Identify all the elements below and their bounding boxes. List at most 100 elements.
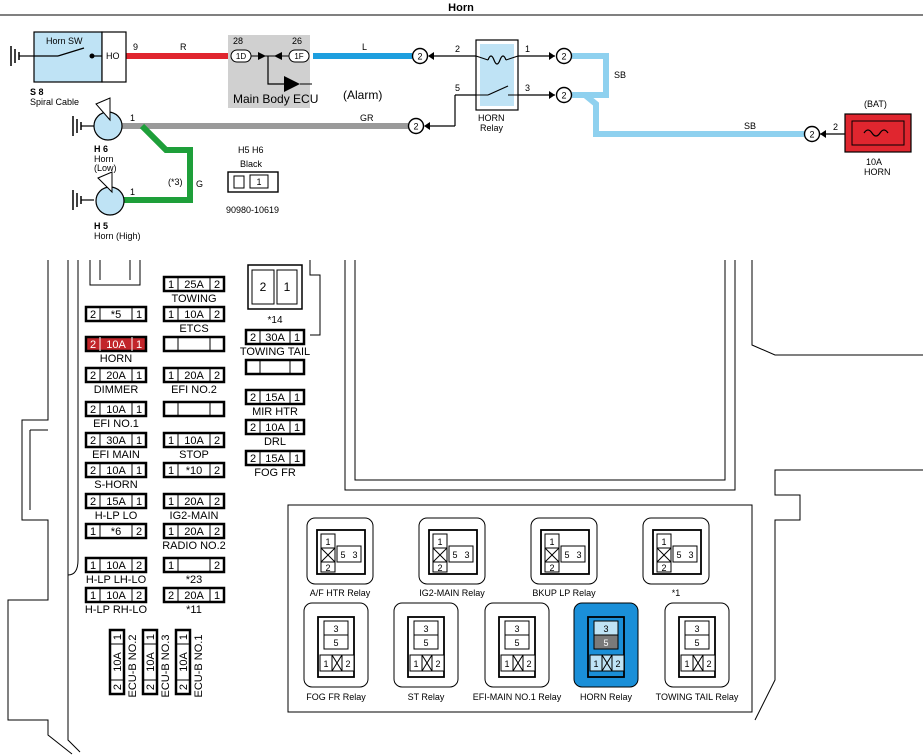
relay-sub: Relay xyxy=(480,123,504,133)
fuse-pin-bottom: 2 xyxy=(178,684,190,690)
circle-connector-icon xyxy=(555,47,573,65)
relay-pin: 5 xyxy=(514,638,519,648)
fuse-pin-left: 1 xyxy=(90,526,96,538)
wire-labels: 9 R L SB SB GR 1 G 1 (*3) xyxy=(130,42,756,197)
fuse-body xyxy=(84,400,148,418)
relay-14-pin-r: 1 xyxy=(284,280,291,294)
fuse-pin-bottom: 2 xyxy=(112,684,124,690)
fuse-pin-right: 2 xyxy=(214,279,220,291)
fuse-rating: 30A xyxy=(106,435,126,447)
relay-pin: 5 xyxy=(694,638,699,648)
fuse-pin-left: 1 xyxy=(168,465,174,477)
fuse-pin-left: 1 xyxy=(90,560,96,572)
fuse-label: EFI NO.1 xyxy=(93,418,139,430)
fuse-label: *11 xyxy=(186,604,202,616)
connector-pin: 1 xyxy=(256,177,261,187)
connector-circles: 2 2 2 2 2 xyxy=(407,47,826,143)
fuse-body xyxy=(84,556,148,574)
fuse-pin: 2 xyxy=(833,122,838,132)
relay-pin: 5 xyxy=(333,638,338,648)
relay-pin: 1 xyxy=(437,537,442,547)
fuse-pin-left: 2 xyxy=(90,435,96,447)
relay-pin: 1 xyxy=(504,659,509,669)
relay-14-label: *14 xyxy=(267,315,282,326)
fuse-label: ECU-B NO.2 xyxy=(127,635,139,698)
relay-pin-1: 1 xyxy=(525,44,530,54)
ecu-pin-26: 26 xyxy=(292,36,302,46)
relay-pin: 3 xyxy=(423,624,428,634)
fuse-rating: 10A xyxy=(106,465,126,477)
horn-sw-name: Horn SW xyxy=(46,36,83,46)
fuse-pin-left: 1 xyxy=(90,590,96,602)
relay-label: IG2-MAIN Relay xyxy=(419,588,485,598)
fuse-label: DIMMER xyxy=(94,384,139,396)
horn-sw-pin: HO xyxy=(106,51,120,61)
connector-part: 90980-10619 xyxy=(226,205,279,215)
fuse-label: TOWING xyxy=(171,293,216,305)
wire-pin-g: 1 xyxy=(130,187,135,197)
fuse-pin-right: 2 xyxy=(136,590,142,602)
horn-low-sub: (Low) xyxy=(94,163,117,173)
horn-relay-symbol: 2 1 5 3 HORN Relay xyxy=(455,39,530,133)
fuse-body xyxy=(108,628,126,696)
fuse-label: S-HORN xyxy=(94,479,137,491)
fuse-body xyxy=(162,461,226,479)
relay-pin: 2 xyxy=(615,659,620,669)
fuse-pin-right: 2 xyxy=(214,560,220,572)
horn-high-code: H 5 xyxy=(94,221,108,231)
fuse-body xyxy=(162,275,226,293)
relay-block-frame xyxy=(287,504,753,713)
fuse-box xyxy=(7,260,923,755)
fuse-pin-right: 1 xyxy=(294,422,300,434)
relay-pin: 5 xyxy=(452,550,457,560)
fuse-body xyxy=(162,335,226,353)
fuse-body xyxy=(162,431,226,449)
fuse-body xyxy=(162,305,226,323)
fuse-pin-bottom: 2 xyxy=(145,684,157,690)
wire-color-l: L xyxy=(362,42,367,52)
box-outline-left xyxy=(7,260,73,755)
fuse-pin-left: 2 xyxy=(90,339,96,351)
fuse-pin-right: 1 xyxy=(136,496,142,508)
fuse-rating: 20A xyxy=(184,590,204,602)
relay-pin: 1 xyxy=(593,659,598,669)
fuse-pin-right: 2 xyxy=(214,435,220,447)
main-body-ecu: 28 26 1D 1F Main Body ECU (Alarm) xyxy=(228,35,382,108)
relay-pin: 1 xyxy=(661,537,666,547)
wire-sb-bat xyxy=(583,92,804,137)
ecu-pin-1d: 1D xyxy=(236,52,246,61)
fuse-pin-left: 2 xyxy=(90,404,96,416)
svg-text:2: 2 xyxy=(561,91,566,101)
fuse-label: STOP xyxy=(179,449,209,461)
fuse-slot xyxy=(244,358,306,376)
relay-pin: 3 xyxy=(688,550,693,560)
relay-label: EFI-MAIN NO.1 Relay xyxy=(473,692,562,702)
circle-connector-icon xyxy=(411,47,429,65)
connector-info: H5 H6 Black 1 90980-10619 xyxy=(226,145,279,215)
fuse-label: EFI MAIN xyxy=(92,449,140,461)
fuse-label: ECU-B NO.3 xyxy=(160,635,172,698)
fuse-body xyxy=(174,628,192,696)
fuse-pin-left: 1 xyxy=(168,526,174,538)
ecu-body xyxy=(228,35,310,108)
relay-14-pin-l: 2 xyxy=(260,280,267,294)
fuse-rating: 15A xyxy=(265,392,285,404)
horn-sw-label: Spiral Cable xyxy=(30,97,79,107)
fuse-pin-right: 2 xyxy=(214,465,220,477)
fuse-label: H-LP LH-LO xyxy=(86,574,147,586)
relay-pin: 2 xyxy=(437,563,442,573)
fuse-pin-left: 2 xyxy=(250,422,256,434)
svg-text:2: 2 xyxy=(809,130,814,140)
